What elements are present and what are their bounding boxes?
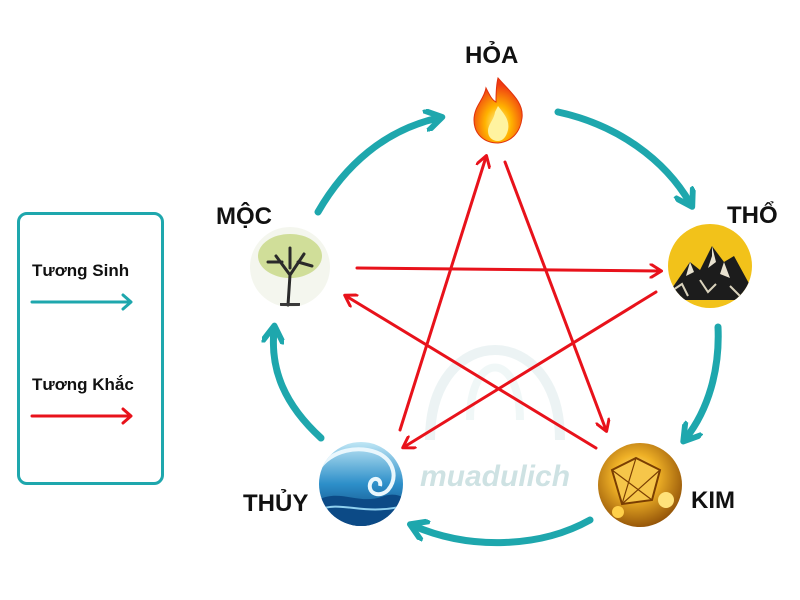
khac-arrow-hoa-kim: [503, 160, 606, 430]
watermark-text: muadulich: [420, 460, 571, 493]
element-label-kim: KIM: [691, 487, 735, 514]
generating-cycle: [273, 108, 722, 547]
sinh-arrow-tho-kim: [686, 323, 722, 438]
fire-icon: [473, 76, 523, 144]
watermark-logo: [425, 345, 565, 441]
element-label-hoa: HỎA: [465, 42, 519, 69]
wave-icon: [319, 442, 403, 526]
khac-arrow-thuy-hoa: [398, 157, 486, 432]
gold-icon: [598, 443, 682, 527]
element-label-thuy: THỦY: [243, 490, 309, 517]
sinh-arrow-thuy-moc: [273, 330, 325, 442]
legend-arrow-sinh: [30, 293, 133, 311]
sinh-arrow-kim-thuy: [414, 516, 594, 547]
tree-icon: [250, 227, 330, 307]
element-label-tho: THỔ: [727, 202, 778, 229]
khac-arrow-kim-moc: [346, 296, 598, 450]
legend-arrow-khac: [30, 407, 133, 425]
sinh-arrow-hoa-tho: [554, 108, 690, 203]
legend-label-khac: Tương Khắc: [32, 375, 134, 394]
khac-arrow-tho-thuy: [404, 290, 658, 447]
sinh-arrow-moc-hoa: [314, 118, 438, 216]
legend: Tương Sinh Tương Khắc: [17, 212, 164, 485]
overcoming-cycle: [346, 157, 660, 450]
khac-arrow-moc-tho: [355, 268, 660, 271]
mountain-icon: [668, 224, 752, 308]
element-label-moc: MỘC: [216, 203, 272, 230]
legend-label-sinh: Tương Sinh: [32, 261, 130, 280]
